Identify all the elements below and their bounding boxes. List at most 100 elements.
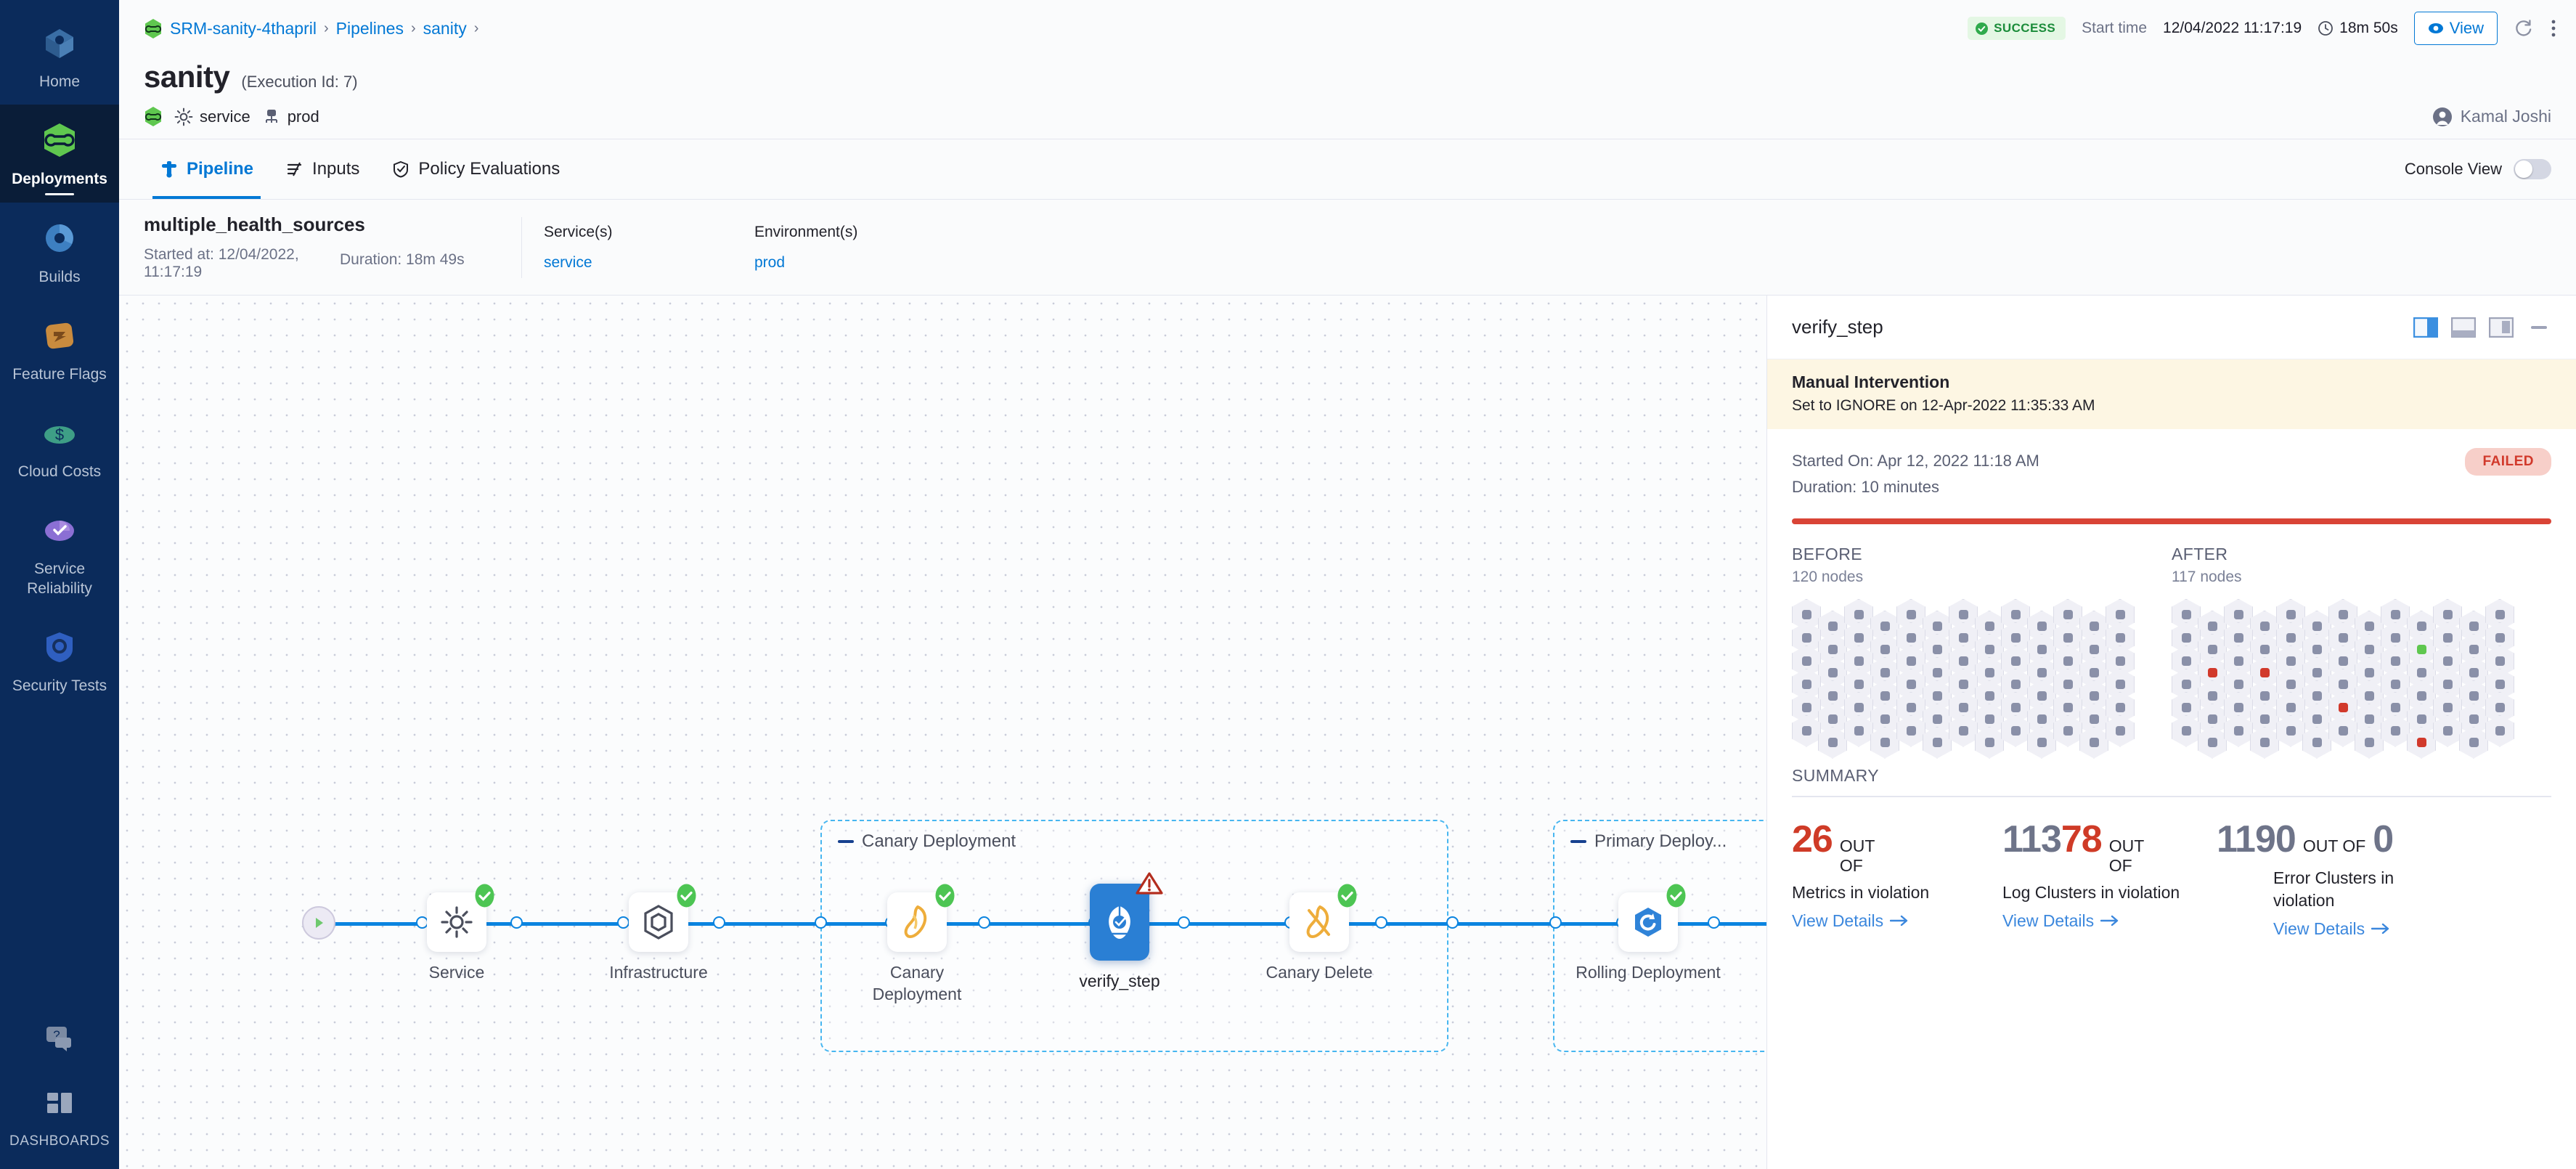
tab-policy-evaluations[interactable]: Policy Evaluations: [375, 139, 576, 199]
node-hex-dot: [2089, 714, 2099, 725]
node-hex-dot: [2207, 691, 2217, 701]
sidebar-item-service-reliability[interactable]: Service Reliability: [0, 494, 119, 611]
panel-header: verify_step: [1767, 296, 2576, 359]
node-hex-dot: [2063, 656, 2073, 667]
status-success-icon: [677, 884, 696, 908]
collapse-icon[interactable]: [838, 840, 854, 843]
node-hex-dot: [2115, 610, 2125, 620]
graph-start-node[interactable]: [302, 906, 335, 940]
group-label: Primary Deploy...: [1570, 831, 1727, 852]
after-count: 117 nodes: [2172, 568, 2242, 585]
sidebar-item-deployments[interactable]: Deployments: [0, 105, 119, 203]
view-button[interactable]: View: [2413, 12, 2498, 45]
node-label: verify_step: [1079, 972, 1160, 990]
node-hex-dot: [2233, 726, 2243, 736]
start-time-label: Start time: [2082, 20, 2148, 36]
view-details-link[interactable]: View Details: [2002, 911, 2119, 931]
breadcrumb-item-sanity[interactable]: sanity: [423, 18, 467, 38]
node-hex-dot: [1984, 691, 1994, 701]
node-hex-dot: [1880, 622, 1890, 632]
panel-float-icon[interactable]: [2489, 317, 2514, 338]
panel-minimize-icon[interactable]: [2527, 322, 2551, 333]
sidebar-item-builds[interactable]: Builds: [0, 203, 119, 300]
step-meta-row: Started On: Apr 12, 2022 11:18 AM Durati…: [1792, 429, 2551, 501]
node-hex-dot: [2364, 738, 2374, 748]
environments-value[interactable]: prod: [754, 253, 786, 271]
graph-node-canary-delete[interactable]: Canary Delete: [1265, 884, 1373, 982]
connector-dot: [1178, 916, 1190, 929]
after-node-hive[interactable]: [2172, 598, 2514, 759]
node-hex-dot: [2390, 656, 2400, 667]
view-details-link[interactable]: View Details: [2273, 919, 2390, 939]
services-value[interactable]: service: [544, 253, 592, 271]
graph-node-service[interactable]: Service: [427, 884, 494, 982]
node-hex-dot: [1932, 645, 1942, 655]
node-hex-dot: [2338, 633, 2348, 643]
sidebar-item-security-tests[interactable]: Security Tests: [0, 611, 119, 709]
manual-intervention-banner: Manual Intervention Set to IGNORE on 12-…: [1767, 359, 2576, 429]
sidebar-item-help[interactable]: ?: [0, 998, 119, 1067]
active-indicator: [45, 192, 74, 195]
stage-name: multiple_health_sources: [144, 213, 365, 235]
user-account[interactable]: Kamal Joshi: [2432, 107, 2551, 127]
stage-started-at: Started at: 12/04/2022, 11:17:19: [144, 246, 299, 280]
tab-inputs[interactable]: Inputs: [269, 139, 375, 199]
connector-dot: [1446, 916, 1459, 929]
node-hex-dot: [1880, 645, 1890, 655]
graph-node-rolling-deployment[interactable]: Rolling Deployment: [1576, 884, 1721, 982]
stat-value-suffix: 78: [2061, 818, 2103, 860]
node-hex-dot: [1984, 738, 1994, 748]
summary-stats: 26 OUT OF Metrics in violation View Deta…: [1792, 797, 2551, 939]
before-node-hive[interactable]: [1792, 598, 2135, 759]
refresh-icon[interactable]: [2514, 18, 2534, 38]
node-hex-dot: [2207, 645, 2217, 655]
panel-bottom-icon[interactable]: [2451, 317, 2476, 338]
primary-sidebar: Home Deployments Builds Feature Flags: [0, 0, 119, 1169]
sidebar-item-cloud-costs[interactable]: $ Cloud Costs: [0, 397, 119, 494]
project-hexagon-icon: [144, 18, 162, 38]
sidebar-item-dashboards[interactable]: DASHBOARDS: [0, 1067, 119, 1169]
more-vertical-icon[interactable]: [2550, 18, 2557, 38]
node-hex-dot: [2010, 726, 2021, 736]
node-hex-dot: [2390, 610, 2400, 620]
node-hex-dot: [2063, 703, 2073, 713]
panel-right-icon[interactable]: [2413, 317, 2438, 338]
node-hex-dot: [1827, 645, 1838, 655]
graph-node-canary-deployment[interactable]: Canary Deployment: [873, 884, 961, 1003]
breadcrumb-item-pipelines[interactable]: Pipelines: [335, 18, 404, 38]
node-hex-dot: [1801, 633, 1811, 643]
node-hex-dot: [2089, 668, 2099, 678]
duration-readout: 18m 50s: [2318, 20, 2398, 37]
stat-value-row: 1190 OUT OF 0: [2217, 818, 2449, 861]
node-hex-dot: [2037, 738, 2047, 748]
stat-value: 11378: [2002, 818, 2103, 861]
collapse-icon[interactable]: [1570, 840, 1586, 843]
node-hex-dot: [2089, 645, 2099, 655]
service-chip[interactable]: service: [174, 107, 250, 126]
node-hex-dot: [1880, 738, 1890, 748]
sidebar-item-home[interactable]: Home: [0, 7, 119, 105]
sidebar-item-feature-flags[interactable]: Feature Flags: [0, 300, 119, 397]
console-view-toggle[interactable]: [2514, 159, 2551, 179]
environment-chip[interactable]: prod: [262, 107, 319, 126]
node-hex-dot: [2286, 703, 2296, 713]
pipeline-graph-canvas[interactable]: Canary Deployment Primary Deploy...: [119, 296, 1767, 1169]
dashboards-grid-icon: [47, 1093, 72, 1114]
tab-pipeline[interactable]: Pipeline: [144, 139, 269, 199]
summary-heading: SUMMARY: [1792, 765, 1879, 785]
node-hex: [2053, 714, 2082, 747]
execution-id: (Execution Id: 7): [241, 73, 358, 91]
node-hex-dot: [2181, 656, 2191, 667]
breadcrumb-item-project[interactable]: SRM-sanity-4thapril: [170, 18, 317, 38]
step-detail-panel: verify_step: [1767, 296, 2576, 1169]
view-details-link[interactable]: View Details: [1792, 911, 1909, 931]
node-box: [629, 892, 688, 952]
deployments-hexagon-icon: [44, 123, 75, 158]
node-hex-dot: [2495, 680, 2505, 690]
graph-node-verify-step[interactable]: verify_step: [1079, 872, 1163, 990]
graph-node-infrastructure[interactable]: Infrastructure: [609, 884, 708, 982]
step-started-on: Started On: Apr 12, 2022 11:18 AM: [1792, 452, 2039, 470]
cloud-costs-icon: $: [44, 425, 75, 444]
node-hex-dot: [2495, 656, 2505, 667]
panel-layout-controls: [2413, 317, 2551, 338]
